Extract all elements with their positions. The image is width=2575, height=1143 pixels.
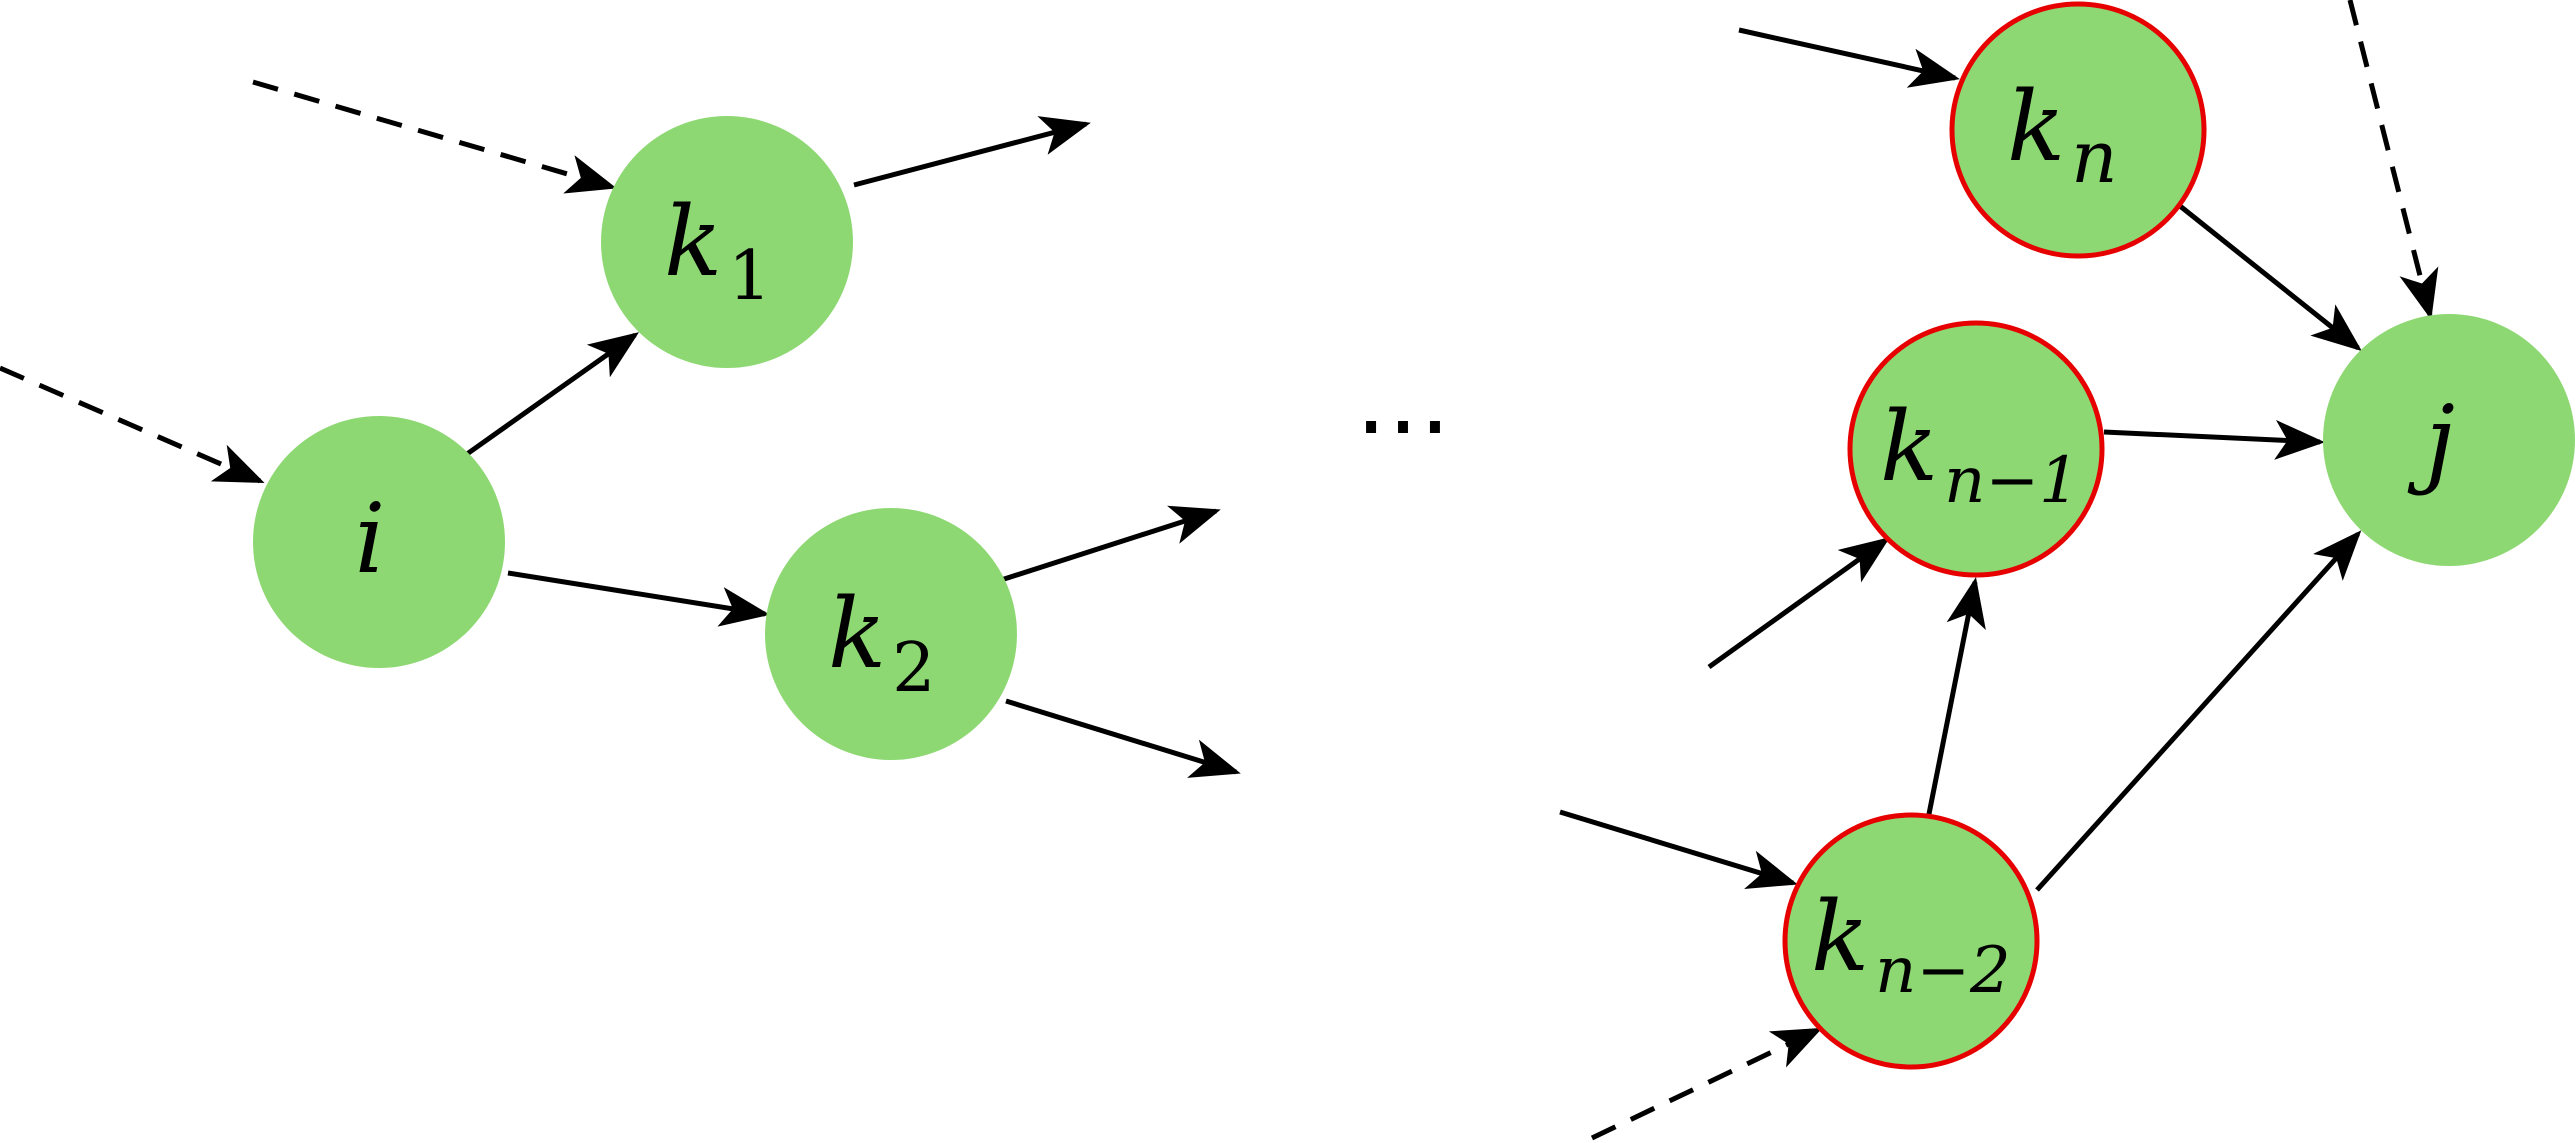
edge-i-to-k1 (465, 332, 640, 457)
dashed-edge-in-j (2347, 0, 2439, 320)
edge-i-to-k2 (507, 570, 770, 627)
node-i-label: i (355, 483, 386, 595)
node-i-circle (253, 416, 505, 668)
node-kn2-label: k n−2 (1811, 881, 2011, 1008)
node-kn1-circle (1847, 320, 2105, 578)
dashed-edge-in-i (0, 365, 265, 484)
node-kn2: k n−2 (1782, 812, 2040, 1070)
edge-in-kn (1738, 27, 1960, 88)
node-kn-subscript: n (2071, 115, 2117, 199)
edge-k2-out-1 (997, 505, 1221, 584)
edge-k2-out-2 (1005, 698, 1241, 778)
edge-kn-to-j (2178, 204, 2362, 352)
node-k1: k 1 (601, 116, 853, 368)
edge-in-kn2 (1559, 809, 1798, 890)
node-kn1-label: k n−1 (1880, 391, 2080, 518)
node-k2-label: k 2 (828, 578, 935, 708)
node-j: j (2323, 314, 2575, 566)
node-kn: k n (1949, 1, 2207, 259)
edge-kn2-to-j (2035, 530, 2362, 892)
node-i: i (253, 416, 505, 668)
node-k2: k 2 (765, 508, 1017, 760)
node-k1-label: k 1 (664, 186, 771, 316)
node-j-circle (2323, 314, 2575, 566)
node-k1-circle (601, 116, 853, 368)
outgoing-edges (853, 116, 1241, 778)
node-kn1: k n−1 (1847, 320, 2105, 578)
node-edges (465, 204, 2362, 892)
node-kn2-circle (1782, 812, 2040, 1070)
edge-k1-out (853, 116, 1091, 188)
ellipsis: … (1355, 344, 1451, 456)
edge-kn2-to-kn1 (1926, 577, 1986, 815)
edge-in-kn1 (1707, 537, 1891, 670)
node-kn-label: k n (2007, 71, 2118, 199)
node-k1-subscript: 1 (728, 237, 771, 316)
dashed-edge-in-k1 (252, 79, 617, 194)
edge-kn1-to-j (2103, 419, 2325, 460)
incoming-solid-edges (1559, 27, 1960, 890)
nodes: i k 1 k 2 k n (253, 1, 2575, 1070)
node-kn-circle (1949, 1, 2207, 259)
dashed-edge-in-kn2 (1590, 1027, 1823, 1141)
incoming-dashed-edges (0, 0, 2439, 1141)
node-kn1-subscript: n−1 (1944, 444, 2080, 518)
node-k2-circle (765, 508, 1017, 760)
node-kn2-subscript: n−2 (1875, 934, 2011, 1008)
node-k2-subscript: 2 (892, 629, 935, 708)
